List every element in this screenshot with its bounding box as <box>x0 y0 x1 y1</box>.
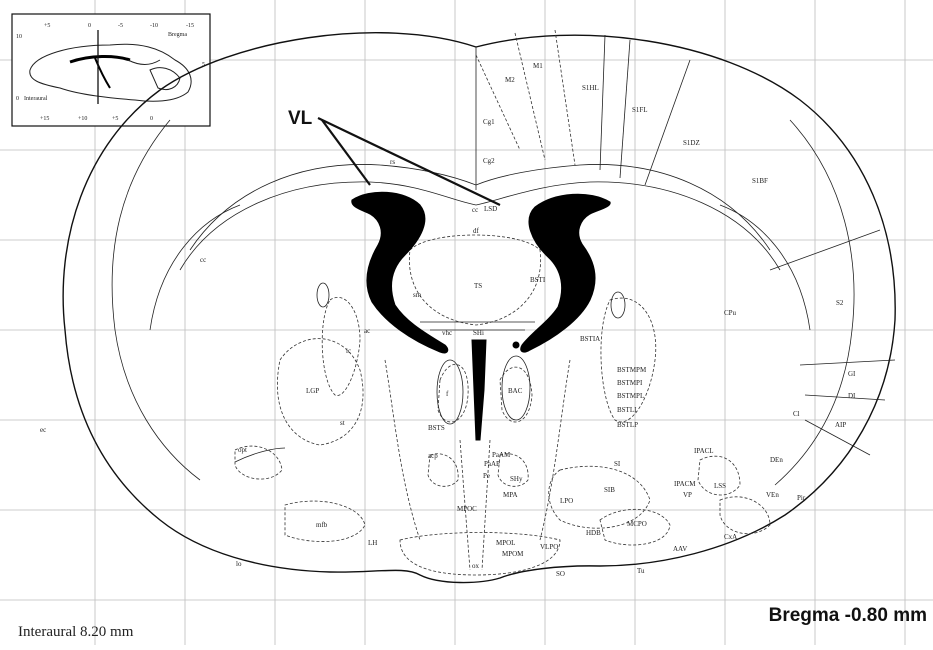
label-vlpo: VLPO <box>540 543 558 551</box>
vl-label: VL <box>288 108 313 129</box>
vl-annotation: VL <box>288 108 500 205</box>
label-aav: AAV <box>673 545 687 553</box>
label-cl: Cl <box>793 410 800 418</box>
label-pvam: PaAM <box>492 451 511 459</box>
label-st: st <box>340 419 345 427</box>
inset-tick-top-2: 0 <box>88 23 91 29</box>
region-labels: M2 M1 S1HL S1FL S1DZ S1BF Cg1 Cg2 S2 GI … <box>40 62 856 578</box>
label-tu: Tu <box>637 567 645 575</box>
label-ac: ac <box>364 327 370 335</box>
label-ipacm: IPACM <box>674 480 696 488</box>
label-shy: SHy <box>510 475 523 483</box>
label-bstmpi: BSTMPI <box>617 379 643 387</box>
inset-tick-top-1: +5 <box>44 23 50 29</box>
label-opt: opt <box>238 446 247 454</box>
label-lss: LSS <box>714 482 726 490</box>
label-so: SO <box>556 570 565 578</box>
label-mpol: MPOL <box>496 539 515 547</box>
label-bstmpl: BSTMPL <box>617 392 644 400</box>
label-acp: acp <box>428 452 438 460</box>
label-cg2: Cg2 <box>483 157 495 165</box>
label-bstlp: BSTLP <box>617 421 638 429</box>
label-rs: rs <box>390 158 395 166</box>
label-lgp: LGP <box>306 387 319 395</box>
label-bstn: BSTIA <box>580 335 600 343</box>
label-vhc: vhc <box>442 329 452 337</box>
label-hdb: HDB <box>586 529 601 537</box>
label-lpo: LPO <box>560 497 573 505</box>
label-cpu: CPu <box>724 309 737 317</box>
label-lsd: LSD <box>484 205 497 213</box>
label-f: f <box>446 390 449 398</box>
inset-interaural-text: Interaural <box>24 96 48 102</box>
label-ox: ox <box>472 562 480 570</box>
label-cxa: CxA <box>724 533 737 541</box>
label-mpoc: MPOC <box>457 505 477 513</box>
label-s1bf: S1BF <box>752 177 768 185</box>
right-lateral-ventricle <box>521 194 610 352</box>
inset-tick-top-3: -5 <box>118 23 123 29</box>
inset-tick-bottom-3: +5 <box>112 116 118 122</box>
label-pir: Pir <box>797 494 806 502</box>
lateral-ventricles <box>352 192 610 440</box>
label-bsts: BSTS <box>428 424 445 432</box>
interaural-coordinate-label: Interaural 8.20 mm <box>18 624 133 641</box>
label-sm: sm <box>413 291 422 299</box>
label-vp: VP <box>683 491 692 499</box>
label-s2: S2 <box>836 299 844 307</box>
label-lo: lo <box>236 560 242 568</box>
label-dex: DEn <box>770 456 783 464</box>
label-s1fl: S1FL <box>632 106 648 114</box>
inset-left-bottom-tick: 0 <box>16 96 19 102</box>
label-ts: TS <box>474 282 482 290</box>
label-bstmpm: BSTMPM <box>617 366 647 374</box>
label-si: SI <box>614 460 621 468</box>
label-m1: M1 <box>533 62 543 70</box>
label-di: DI <box>848 392 856 400</box>
label-mcpo: MCPO <box>627 520 647 528</box>
label-gi: GI <box>848 370 856 378</box>
inset-tick-bottom-4: 0 <box>150 116 153 122</box>
label-cc-lateral: cc <box>200 256 206 264</box>
label-ec: ec <box>40 426 46 434</box>
label-s1dz: S1DZ <box>683 139 700 147</box>
inset-left-top-tick: 10 <box>16 34 22 40</box>
inset-bregma-text: Bregma <box>168 32 187 38</box>
label-bsti: BSTI <box>530 276 546 284</box>
label-bstli: BSTLI <box>617 406 637 414</box>
label-ic: ic <box>346 347 351 355</box>
bregma-coordinate-label: Bregma -0.80 mm <box>769 605 927 627</box>
label-cc: cc <box>472 206 478 214</box>
label-ai: AIP <box>835 421 846 429</box>
label-lh: LH <box>368 539 377 547</box>
label-mpom: MPOM <box>502 550 524 558</box>
label-mpa: MPA <box>503 491 518 499</box>
label-m2: M2 <box>505 76 515 84</box>
label-pe: Pe <box>483 472 490 480</box>
inset-tick-top-5: -15 <box>186 23 194 29</box>
label-s1hl: S1HL <box>582 84 599 92</box>
inset-tick-top-4: -10 <box>150 23 158 29</box>
label-ipacl: IPACL <box>694 447 714 455</box>
label-paap: PaAP <box>484 460 500 468</box>
inset-tick-bottom-2: +10 <box>78 116 87 122</box>
inset-sagittal-map: +5 0 -5 -10 -15 Bregma 10 5 0 Interaural… <box>12 14 210 126</box>
label-df: df <box>473 227 480 235</box>
label-bac: BAC <box>508 387 523 395</box>
inset-tick-bottom-1: +15 <box>40 116 49 122</box>
label-shi: SHi <box>473 329 484 337</box>
label-mfb: mfb <box>316 521 328 529</box>
label-ven: VEn <box>766 491 779 499</box>
label-cg1: Cg1 <box>483 118 495 126</box>
third-ventricle <box>472 340 486 440</box>
label-sib: SIB <box>604 486 615 494</box>
